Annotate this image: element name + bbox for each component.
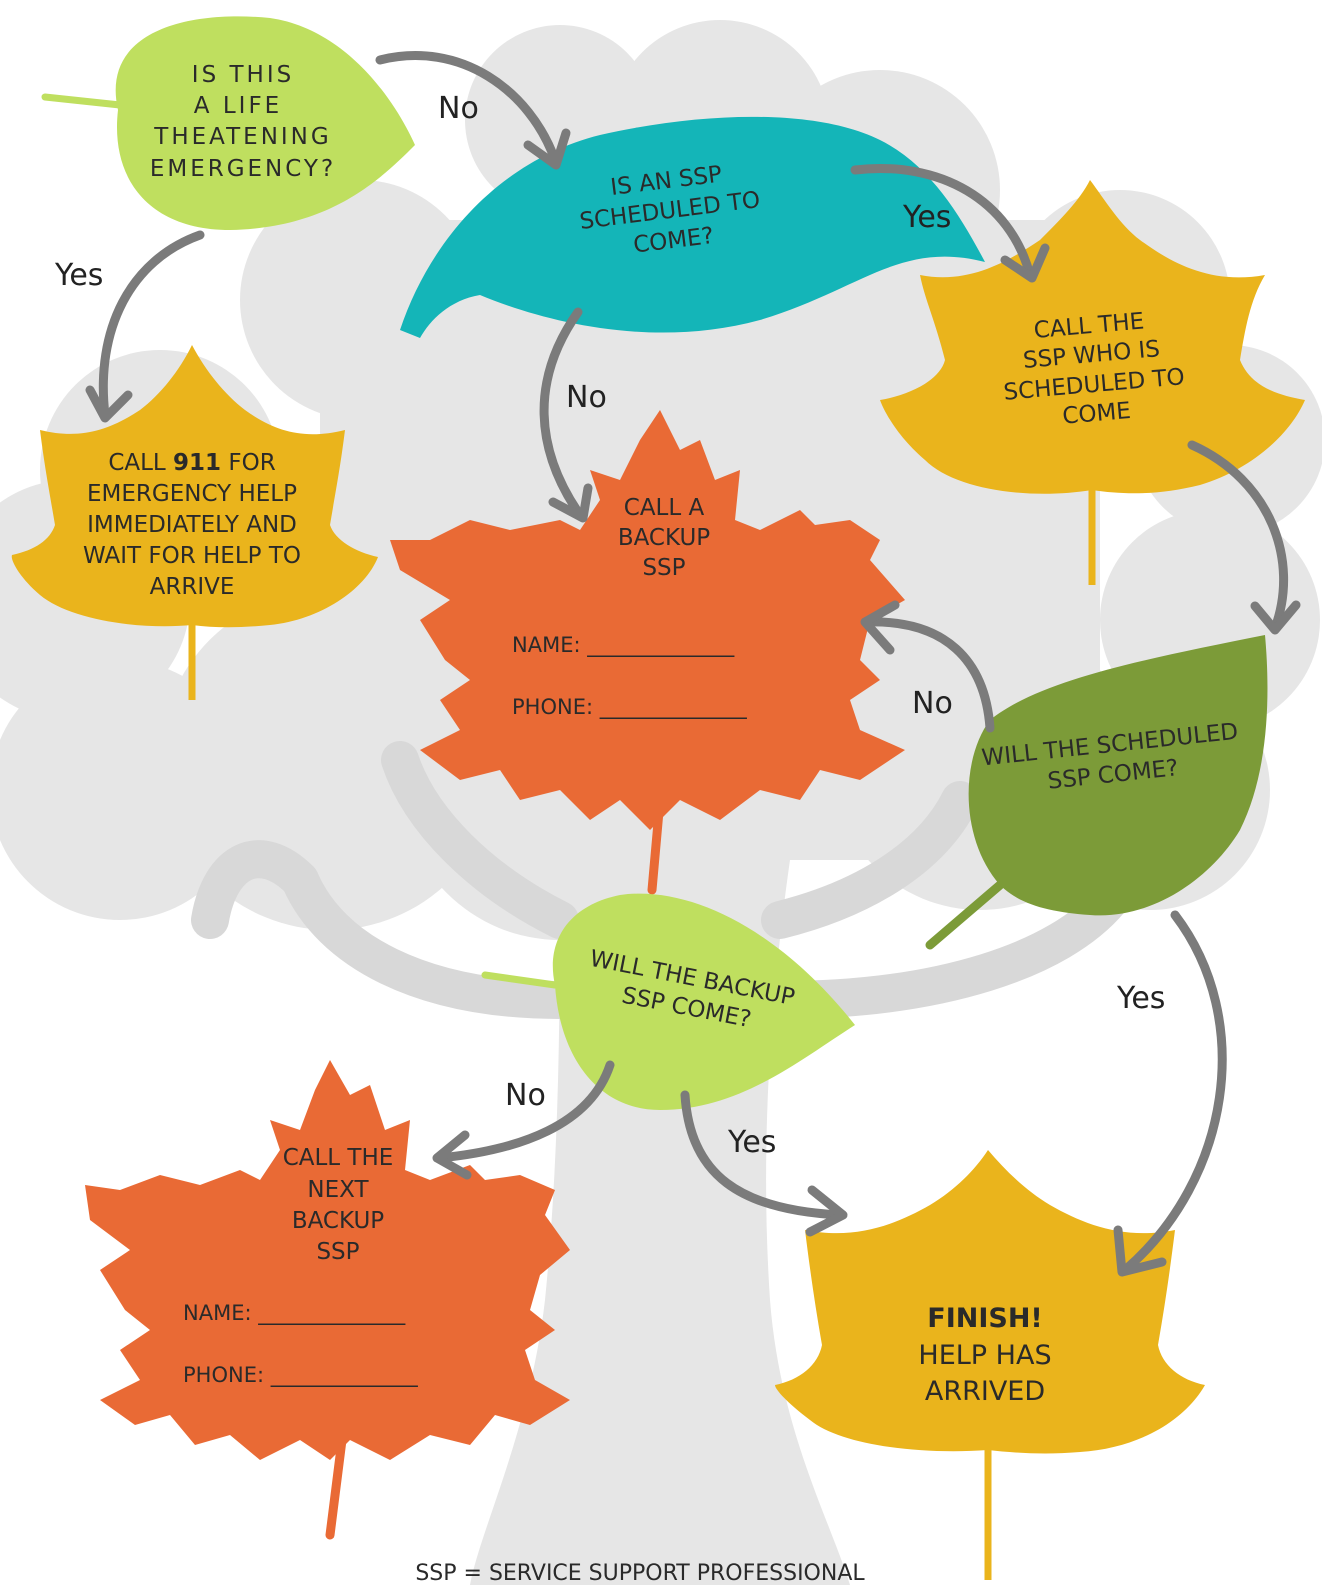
arrowhead <box>432 1130 472 1180</box>
arrows <box>85 51 1301 1277</box>
leaf-stem <box>41 93 124 109</box>
edge-label-life-no: No <box>438 91 479 126</box>
node-text-line: CALL 911 FOR <box>108 450 275 476</box>
node-life-threatening: IS THIS A LIFE THEATENING EMERGENCY? <box>41 16 415 230</box>
edge-label-backup-no: No <box>505 1078 546 1113</box>
leaf-stem <box>481 971 559 989</box>
edge-label-backup-yes: Yes <box>727 1125 776 1160</box>
node-text-line: CALL A <box>624 495 705 521</box>
leaf-stem <box>325 1435 347 1540</box>
leaf-shape <box>968 635 1268 916</box>
backup-phone-field: PHONE: ______________ <box>512 695 747 720</box>
next-phone-field: PHONE: ______________ <box>183 1363 418 1388</box>
node-text-line: ARRIVE <box>150 574 235 600</box>
call-911-suffix: FOR <box>221 450 276 476</box>
arrowhead <box>85 385 133 423</box>
node-call-backup: CALL A BACKUP SSP NAME: ______________ P… <box>390 410 905 895</box>
edge-label-will-scheduled-no: No <box>912 686 953 721</box>
node-text-line: A LIFE <box>194 93 282 119</box>
edge-label-life-yes: Yes <box>54 258 103 293</box>
arrowhead <box>1000 243 1050 283</box>
edge-label-will-scheduled-yes: Yes <box>1116 981 1165 1016</box>
node-text-line: NEXT <box>307 1177 369 1203</box>
call-911-prefix: CALL <box>108 450 173 476</box>
arrowhead <box>523 128 571 170</box>
leaf-shape <box>85 1060 570 1460</box>
edge-labels: Yes No Yes No No Yes No Yes <box>54 91 1165 1160</box>
arrow-scheduled-yes <box>850 164 1035 280</box>
leaf-shape <box>115 16 415 230</box>
leaf-stem <box>925 880 1005 950</box>
node-text-line: THEATENING <box>153 124 331 150</box>
leaf-shape <box>400 116 985 338</box>
leaf-shape <box>775 1150 1205 1454</box>
node-text-line: EMERGENCY? <box>150 156 336 182</box>
arrowhead <box>1250 600 1301 635</box>
arrow-backup-no <box>435 1060 615 1163</box>
backup-name-field: NAME: ______________ <box>512 633 735 658</box>
node-call-next: CALL THE NEXT BACKUP SSP NAME: _________… <box>85 1060 570 1540</box>
arrowhead <box>805 1185 848 1237</box>
node-text-line: COME <box>1061 398 1132 430</box>
arrowhead <box>1113 1225 1167 1277</box>
call-911-number: 911 <box>173 450 221 476</box>
arrow-call-to-will <box>1187 440 1289 633</box>
footer-legend: SSP = SERVICE SUPPORT PROFESSIONAL <box>415 1561 865 1585</box>
node-text-line: EMERGENCY HELP <box>87 481 297 507</box>
arrow-scheduled-no <box>539 307 585 520</box>
node-will-scheduled: WILL THE SCHEDULED SSP COME? <box>925 635 1268 950</box>
edge-label-scheduled-yes: Yes <box>902 200 951 235</box>
arrow-life-yes <box>98 230 205 420</box>
node-text-line: BACKUP <box>618 525 710 551</box>
node-text-line: SSP <box>316 1239 359 1265</box>
next-name-field: NAME: ______________ <box>183 1301 406 1326</box>
node-call-911: CALL 911 FOR EMERGENCY HELP IMMEDIATELY … <box>11 345 378 700</box>
node-finish: FINISH! HELP HAS ARRIVED <box>775 1150 1205 1580</box>
arrow-will-scheduled-no <box>863 617 995 733</box>
arrowhead <box>548 483 593 523</box>
node-text-line: WAIT FOR HELP TO <box>83 543 301 569</box>
leaf-shape <box>11 345 378 628</box>
leaf-shape <box>880 180 1305 494</box>
node-will-backup: WILL THE BACKUP SSP COME? <box>481 893 855 1110</box>
node-text-line: ARRIVED <box>925 1376 1045 1407</box>
node-text-line: IS THIS <box>192 62 294 88</box>
node-ssp-scheduled: IS AN SSP SCHEDULED TO COME? <box>400 116 985 338</box>
leaf-shape <box>390 410 905 830</box>
arrow-life-no <box>375 51 560 165</box>
arrow-backup-yes <box>680 1090 845 1220</box>
arrowhead <box>860 600 900 655</box>
finish-title: FINISH! <box>927 1303 1043 1334</box>
node-text-line: CALL THE <box>283 1145 394 1171</box>
leaf-shape <box>552 893 855 1110</box>
node-text-line: BACKUP <box>292 1208 384 1234</box>
arrow-will-scheduled-yes <box>1120 910 1227 1275</box>
node-call-scheduled: CALL THE SSP WHO IS SCHEDULED TO COME <box>880 180 1305 585</box>
node-text-line: SSP <box>642 555 685 581</box>
node-text-line: IMMEDIATELY AND <box>87 512 297 538</box>
edge-label-scheduled-no: No <box>566 380 607 415</box>
node-text-line: HELP HAS <box>918 1340 1051 1371</box>
